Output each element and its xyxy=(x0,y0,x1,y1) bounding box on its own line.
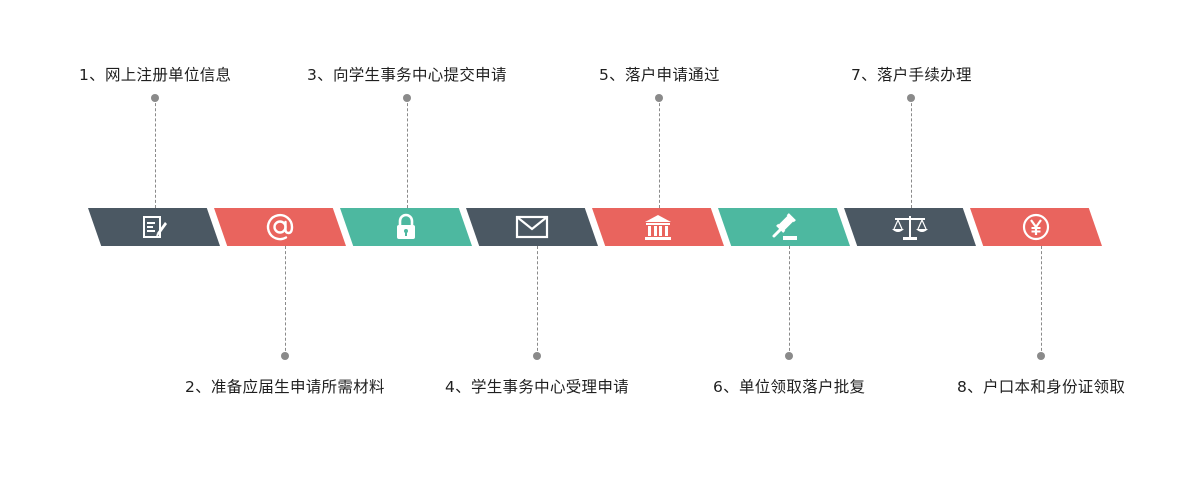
yen-coin-icon xyxy=(1022,213,1050,241)
step-4-tile xyxy=(466,208,598,246)
step-7-tile xyxy=(844,208,976,246)
step-8-tile xyxy=(970,208,1102,246)
step-5-connector-line xyxy=(659,98,660,208)
step-6-tile xyxy=(718,208,850,246)
step-3-label: 3、向学生事务中心提交申请 xyxy=(307,66,507,84)
gavel-icon xyxy=(772,213,797,240)
step-5-tile xyxy=(592,208,724,246)
step-5-label: 5、落户申请通过 xyxy=(599,66,720,84)
bank-building-icon xyxy=(645,215,671,240)
step-6-label: 6、单位领取落户批复 xyxy=(713,378,866,396)
step-2-tile xyxy=(214,208,346,246)
step-6-connector-dot xyxy=(785,352,793,360)
step-8-connector-dot xyxy=(1037,352,1045,360)
step-1-label: 1、网上注册单位信息 xyxy=(79,66,232,84)
step-4-connector-dot xyxy=(533,352,541,360)
mail-icon xyxy=(515,215,549,239)
step-8-label: 8、户口本和身份证领取 xyxy=(957,378,1126,396)
at-sign-icon xyxy=(266,213,294,241)
step-4-connector-line xyxy=(537,246,538,356)
step-7-connector-line xyxy=(911,98,912,208)
step-3-connector-line xyxy=(407,98,408,208)
scales-icon xyxy=(892,216,928,240)
step-8-connector-line xyxy=(1041,246,1042,356)
step-1-connector-line xyxy=(155,98,156,208)
step-3-tile xyxy=(340,208,472,246)
step-4-label: 4、学生事务中心受理申请 xyxy=(445,378,629,396)
step-7-label: 7、落户手续办理 xyxy=(851,66,972,84)
form-edit-icon xyxy=(143,216,167,238)
step-6-connector-line xyxy=(789,246,790,356)
step-2-connector-dot xyxy=(281,352,289,360)
step-2-connector-line xyxy=(285,246,286,356)
step-1-tile xyxy=(88,208,220,246)
lock-icon xyxy=(397,213,415,239)
step-2-label: 2、准备应届生申请所需材料 xyxy=(185,378,385,396)
